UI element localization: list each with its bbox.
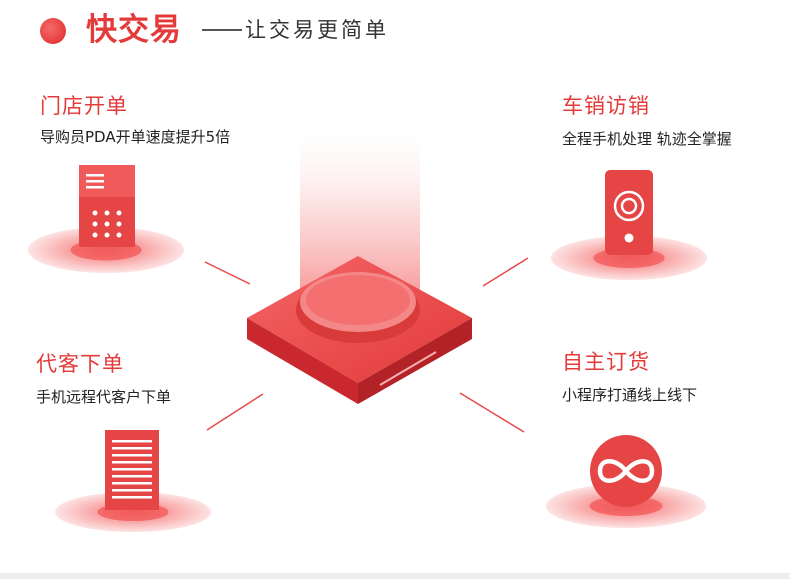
pda-icon [28, 165, 184, 273]
mobile-phone-icon [551, 170, 707, 280]
feature-desc-visit: 全程手机处理 轨迹全掌握 [562, 130, 732, 148]
feature-desc-proxy: 手机远程代客户下单 [36, 388, 172, 406]
feature-title-visit: 车销访销 [562, 94, 650, 118]
connector-line [482, 257, 529, 287]
feature-desc-self: 小程序打通线上线下 [562, 386, 698, 404]
connector-line [206, 393, 264, 431]
feature-title-store: 门店开单 [40, 94, 128, 118]
feature-title-self: 自主订货 [562, 350, 650, 374]
title-divider [202, 29, 242, 31]
central-hub-icon [247, 256, 472, 404]
connector-line [204, 261, 251, 285]
page-title: 快交易 [86, 12, 182, 48]
page-subtitle: 让交易更简单 [245, 18, 389, 42]
connector-line [459, 392, 525, 433]
feature-desc-store: 导购员PDA开单速度提升5倍 [40, 128, 231, 146]
bottom-divider [0, 573, 790, 579]
header-bullet-icon [40, 18, 66, 44]
document-icon [55, 430, 211, 532]
feature-title-proxy: 代客下单 [36, 352, 124, 376]
infinity-icon [546, 435, 706, 528]
